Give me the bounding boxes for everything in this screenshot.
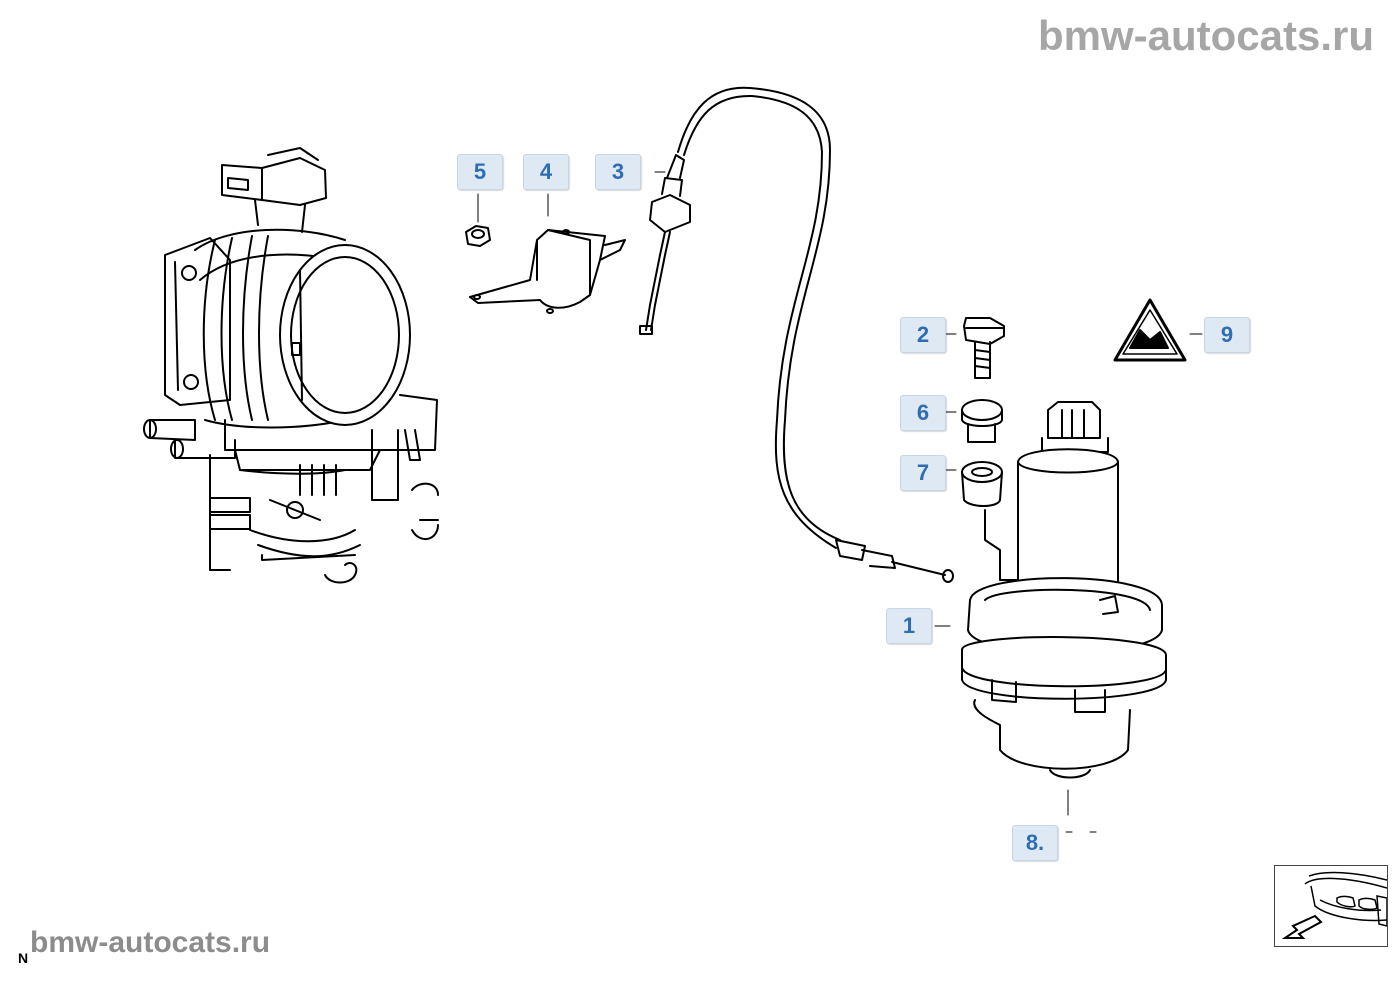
cable-drawing — [639, 86, 954, 583]
nav-car-thumbnail[interactable] — [1274, 865, 1388, 947]
callout-7[interactable]: 7 — [900, 455, 946, 491]
callout-5[interactable]: 5 — [457, 154, 503, 190]
screw-drawing — [941, 399, 1003, 443]
warning-sticker-drawing — [1113, 298, 1203, 362]
callout-4[interactable]: 4 — [523, 154, 569, 190]
watermark-bottom: bmw-autocats.ru — [30, 926, 271, 959]
callout-8[interactable]: 8. — [1012, 825, 1058, 861]
watermark-top: bmw-autocats.ru — [1037, 12, 1374, 59]
throttle-body-drawing — [143, 147, 439, 584]
callout-1[interactable]: 1 — [886, 608, 932, 644]
corner-mark: N — [18, 950, 29, 966]
bolt-drawing — [941, 317, 1005, 379]
callout-6[interactable]: 6 — [900, 395, 946, 431]
callout-2[interactable]: 2 — [900, 317, 946, 353]
nut-drawing — [465, 193, 491, 247]
actuator-drawing — [934, 401, 1167, 833]
car-front-arrow-icon — [1281, 871, 1388, 939]
callout-3[interactable]: 3 — [595, 154, 641, 190]
sleeve-drawing — [941, 461, 1003, 507]
callout-9[interactable]: 9 — [1204, 317, 1250, 353]
bracket-drawing — [469, 193, 626, 314]
